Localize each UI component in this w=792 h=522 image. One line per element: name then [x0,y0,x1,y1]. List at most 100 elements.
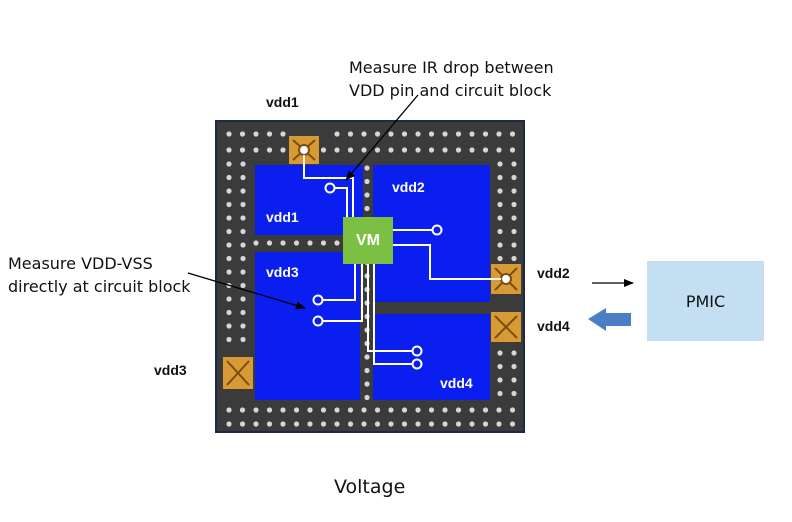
bump-dot [455,407,462,413]
bump-dot [509,131,516,137]
bump-dot [266,407,273,413]
bump-dot [388,147,394,153]
bump-dot [511,201,517,208]
bump-dot [511,350,517,356]
bump-dot [280,147,286,153]
bump-dot [401,131,408,137]
bump-dot [240,242,246,248]
bump-dot [511,363,517,370]
sense-points [312,182,443,370]
bump-dot [240,174,246,181]
bump-dot [293,240,300,246]
bump-dot [239,407,246,413]
block-label-vdd1: vdd1 [266,209,299,225]
bump-dot [280,240,286,246]
bump-dot [455,131,462,137]
bump-dot [226,323,232,329]
bump-dot [497,363,503,370]
bump-dot [266,240,273,246]
bump-dot [497,390,503,397]
bump-dot [253,131,259,137]
bump-dot [364,192,370,198]
pad-vdd3 [223,357,253,389]
bump-dot [253,407,259,413]
bump-dot [240,296,246,302]
bump-dot [428,407,435,413]
bump-dot [226,296,232,302]
bump-dot [334,407,340,413]
ir-drop-line-1: Measure IR drop between [349,58,554,77]
bump-dot [469,407,475,413]
bump-dot [293,421,300,427]
sense-wires [303,155,501,365]
bump-dot [320,407,327,413]
bump-dot [374,147,381,153]
bump-dot [401,407,408,413]
bump-dot [364,354,370,360]
bump-dot [497,215,503,221]
bump-dot [482,421,489,427]
bump-dot [320,240,327,246]
bump-dot [240,188,246,194]
pin-label-vdd3: vdd3 [154,362,187,378]
bump-dot [280,407,286,413]
bump-dot [374,421,381,427]
vdd-vss-line-1: Measure VDD-VSS [8,254,153,273]
bump-dot [226,201,232,208]
bump-dot [442,407,448,413]
bump-dot [226,336,232,343]
vm-box [343,217,393,264]
bump-dot [320,421,327,427]
ir-drop-annotation: Measure IR drop between VDD pin and circ… [349,56,554,102]
bump-dot [266,147,273,153]
bump-dot [511,215,517,221]
bump-dot [240,228,246,235]
bump-dot [226,255,232,262]
bump-dot [442,131,448,137]
bump-dot [374,131,381,137]
bump-dot [497,255,503,262]
bump-dot [469,421,475,427]
bump-dot [509,147,516,153]
bump-dot [482,407,489,413]
bump-dot [511,377,517,383]
bump-dot [509,407,516,413]
bump-dot [240,269,246,275]
bump-dot [496,407,502,413]
pmic-label: PMIC [685,291,726,311]
bump-dot [415,421,421,427]
bump-dot [401,421,408,427]
bump-dot [511,161,517,167]
bump-dot [334,240,340,246]
bump-dot [469,147,475,153]
bump-dot [442,421,448,427]
bump-dot [253,240,259,246]
bump-dot [428,421,435,427]
bump-dot [240,336,246,343]
bump-dot [361,421,367,427]
bump-dot [509,421,516,427]
bump-dot [497,350,503,356]
vdd-vss-annotation: Measure VDD-VSS directly at circuit bloc… [8,252,191,298]
block-vdd4 [373,314,490,400]
bump-dot [226,242,232,248]
bump-dot [226,147,232,153]
bump-dot [347,407,354,413]
bump-dot [511,174,517,181]
bump-dot [266,421,273,427]
bump-dot [280,131,286,137]
bump-dot [334,421,340,427]
bump-dot [361,147,367,153]
caption: Voltage [334,476,406,498]
bump-dot [226,131,232,137]
bump-dot [253,421,259,427]
bump-dot [497,161,503,167]
bump-dot [226,215,232,221]
pin-label-vdd2: vdd2 [537,265,570,281]
bump-dot [280,421,286,427]
bump-dot [226,228,232,235]
bump-dot [496,147,502,153]
bump-dot [511,255,517,262]
bump-dot [240,161,246,167]
bump-dot [307,421,313,427]
